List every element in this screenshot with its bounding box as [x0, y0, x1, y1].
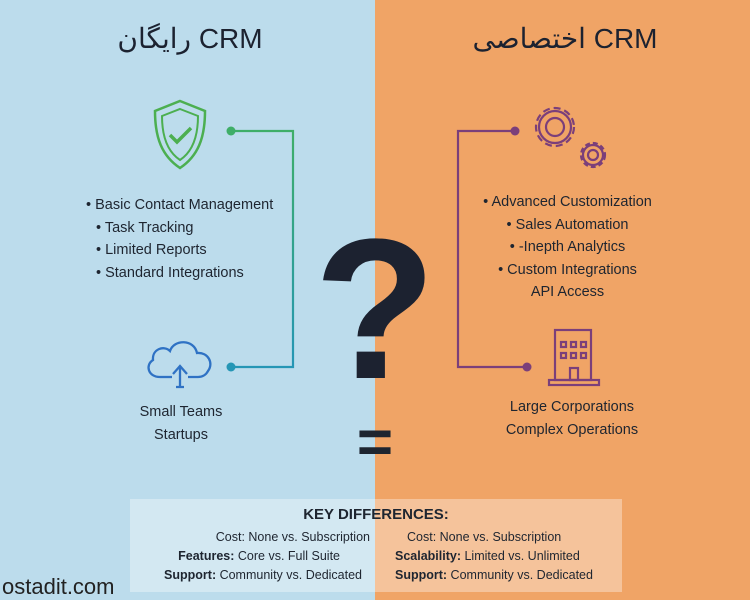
key-differences-title: KEY DIFFERENCES: [303, 506, 449, 523]
key-row: Cost: None vs. Subscription [407, 530, 562, 544]
free-feature-list: • Basic Contact Management • Task Tracki… [86, 194, 273, 284]
key-row: Support: Community vs. Dedicated [395, 568, 593, 582]
equals-sign: = [356, 408, 394, 477]
free-audience: Small Teams Startups [111, 401, 251, 446]
audience-item: Complex Operations [505, 421, 639, 438]
cloud-upload-icon [147, 341, 212, 389]
feature-text: Limited Reports [105, 242, 207, 258]
custom-crm-panel [375, 0, 750, 600]
custom-feature-list: • Advanced Customization • Sales Automat… [455, 191, 680, 304]
feature-item: • Advanced Customization [483, 194, 652, 210]
feature-text: Basic Contact Management [95, 197, 274, 213]
key-differences-box: KEY DIFFERENCES: Cost: None vs. Subscrip… [130, 499, 622, 592]
audience-item: Large Corporations [509, 399, 635, 415]
audience-item: Small Teams [139, 404, 223, 420]
question-mark: ? [313, 198, 437, 421]
feature-item: • Basic Contact Management [86, 197, 274, 213]
feature-text: Task Tracking [104, 219, 194, 236]
gears-icon [534, 106, 607, 169]
shield-check-icon [153, 99, 207, 170]
feature-item: • Custom Integrations [498, 261, 637, 278]
feature-text: Standard Integrations [105, 264, 244, 281]
feature-item: • Sales Automation [506, 216, 629, 233]
feature-text: -Inepth Analytics [518, 239, 626, 255]
key-row: Support: Community vs. Dedicated [164, 568, 362, 582]
feature-item: API Access [530, 284, 605, 300]
free-crm-panel [0, 0, 375, 600]
key-row: Cost: None vs. Subscription [215, 530, 370, 544]
key-row: Scalability: Limited vs. Unlimited [395, 549, 580, 563]
feature-text: Sales Automation [515, 216, 629, 233]
feature-text: Custom Integrations [507, 261, 637, 278]
free-crm-title: CRM رایگان [117, 23, 263, 54]
feature-item: • -Inepth Analytics [509, 239, 626, 255]
building-icon [547, 328, 601, 387]
watermark: ostadit.com [2, 574, 115, 599]
audience-item: Startups [154, 426, 208, 443]
feature-item: • Standard Integrations [96, 264, 244, 281]
feature-item: • Task Tracking [96, 219, 194, 236]
custom-crm-title: CRM اختصاصی [472, 23, 658, 54]
custom-audience: Large Corporations Complex Operations [492, 396, 652, 441]
feature-item: • Limited Reports [96, 242, 207, 258]
key-row: Features: Core vs. Full Suite [178, 549, 340, 563]
feature-text: Advanced Customization [491, 194, 652, 210]
